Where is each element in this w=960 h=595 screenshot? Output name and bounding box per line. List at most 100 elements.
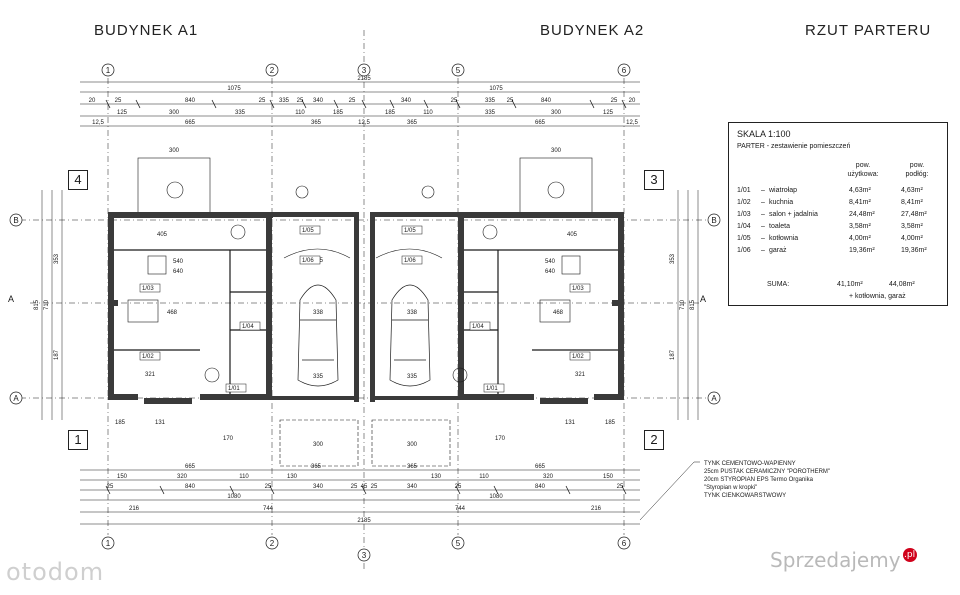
- building-a1-heading: BUDYNEK A1: [94, 22, 199, 39]
- dim-bottom: 665: [185, 464, 196, 470]
- walls-a1: [108, 212, 359, 404]
- dim-bottom: 110: [239, 474, 249, 480]
- dim-top: 840: [541, 98, 552, 104]
- dim-bottom: 216: [591, 506, 602, 512]
- room-net: 4,63m²: [849, 187, 871, 194]
- dim-interior: 335: [407, 374, 418, 380]
- dim-bottom: 665: [535, 464, 546, 470]
- room-tag: 1/01: [228, 386, 240, 392]
- dim-bottom: 110: [479, 474, 489, 480]
- dim-bottom: 744: [455, 506, 466, 512]
- room-floor: 4,00m²: [901, 235, 923, 242]
- wall-layer: "Styropian w kropki": [704, 485, 758, 491]
- dim-top: 110: [423, 110, 433, 116]
- dim-side: 353: [670, 253, 676, 264]
- room-tag: 1/05: [404, 228, 416, 234]
- dim-overall-bottom: 2185: [357, 518, 371, 524]
- axis-bubble-label: 3: [362, 66, 367, 75]
- axis-bubble-label: 2: [270, 539, 275, 548]
- dim-interior: 321: [145, 372, 156, 378]
- dim-side: 353: [54, 253, 60, 264]
- dim-half-top: 1075: [227, 86, 241, 92]
- sum-label: SUMA:: [767, 281, 790, 288]
- room-tag: 1/05: [302, 228, 314, 234]
- dim-interior: 321: [575, 372, 586, 378]
- dimension-texts: 2185 1075 1075 20 25 840 25 335 25 340 2…: [89, 76, 639, 524]
- interior-walls: [114, 249, 618, 394]
- sprzedajemy-text: Sprzedajemy: [770, 548, 901, 572]
- car-a2: [389, 284, 431, 387]
- dim-side: 815: [34, 299, 40, 310]
- room-no: 1/01: [737, 187, 751, 194]
- room-name: toaleta: [769, 223, 791, 230]
- dim-top: 125: [117, 110, 128, 116]
- dim-bottom: 216: [129, 506, 140, 512]
- dim-top: 110: [295, 110, 305, 116]
- dim-top: 335: [485, 98, 496, 104]
- axis-bubble-label: B: [13, 216, 18, 225]
- dim-interior: 170: [223, 436, 234, 442]
- section-number-1: 1: [68, 430, 88, 450]
- dim-interior: 640: [545, 269, 556, 275]
- room-name: kuchnia: [769, 199, 794, 206]
- dim-interior: 468: [553, 310, 564, 316]
- building-a2-heading: BUDYNEK A2: [540, 22, 645, 39]
- room-no: 1/04: [737, 223, 751, 230]
- compass-marks: [166, 181, 565, 383]
- room-net: 4,00m²: [849, 235, 871, 242]
- room-name: wiatrołap: [769, 187, 798, 194]
- dim-top: 840: [185, 98, 196, 104]
- dim-side: 710: [44, 299, 50, 310]
- dim-bottom: 45: [361, 484, 368, 490]
- room-net: 3,58m²: [849, 223, 871, 230]
- room-tag: 1/06: [404, 258, 416, 264]
- room-no: 1/03: [737, 211, 751, 218]
- plan-title: RZUT PARTERU: [805, 22, 932, 39]
- section-mark-right: A: [700, 294, 706, 304]
- col-header-net: pow. użytkowa:: [847, 162, 879, 178]
- axis-bubble-label: 2: [270, 66, 275, 75]
- section-mark-left: A: [8, 294, 14, 304]
- dim-interior: 540: [173, 259, 184, 265]
- wall-layer: 20cm STYROPIAN EPS Termo Organika: [704, 477, 813, 483]
- wall-layer: TYNK CIENKOWARSTWOWY: [704, 493, 787, 499]
- dim-interior: 540: [545, 259, 556, 265]
- dim-bottom: 1080: [227, 494, 241, 500]
- room-floor: 8,41m²: [901, 199, 923, 206]
- dim-top: 340: [401, 98, 412, 104]
- dim-top: 185: [385, 110, 396, 116]
- axis-bubbles: 1 2 3 5 6 1 2 3 5 6 B A B A: [9, 63, 721, 562]
- axis-bubble-label: A: [711, 394, 717, 403]
- axis-bubble-label: 6: [622, 66, 627, 75]
- dim-interior: 405: [157, 232, 168, 238]
- dim-bottom: 130: [287, 474, 298, 480]
- sprzedajemy-badge: .pl: [902, 548, 917, 562]
- side-dimension-texts: 815 710 353 187 815 710 353 187: [34, 253, 696, 360]
- dim-top: 125: [603, 110, 614, 116]
- dim-top: 12,5: [626, 120, 638, 126]
- section-markers: A A: [8, 294, 706, 304]
- col-header-floor: pow. podłóg:: [905, 162, 929, 178]
- dim-top: 335: [485, 110, 496, 116]
- dim-interior: 335: [313, 374, 324, 380]
- section-number-2: 2: [644, 430, 664, 450]
- dim-top: 185: [333, 110, 344, 116]
- room-tag: 1/06: [302, 258, 314, 264]
- dim-interior: 300: [313, 442, 324, 448]
- room-net: 8,41m²: [849, 199, 871, 206]
- dim-bottom: 25: [351, 484, 358, 490]
- dim-side: 710: [680, 299, 686, 310]
- dim-bottom: 840: [535, 484, 546, 490]
- schedule-subtitle: PARTER - zestawienie pomieszczeń: [737, 143, 851, 150]
- dim-bottom: 340: [313, 484, 324, 490]
- dim-bottom: 1080: [489, 494, 503, 500]
- sprzedajemy-watermark: Sprzedajemy.pl: [770, 548, 917, 572]
- otodom-watermark: otodom: [6, 558, 105, 586]
- dim-top: 25: [297, 98, 304, 104]
- dim-interior: 131: [155, 420, 166, 426]
